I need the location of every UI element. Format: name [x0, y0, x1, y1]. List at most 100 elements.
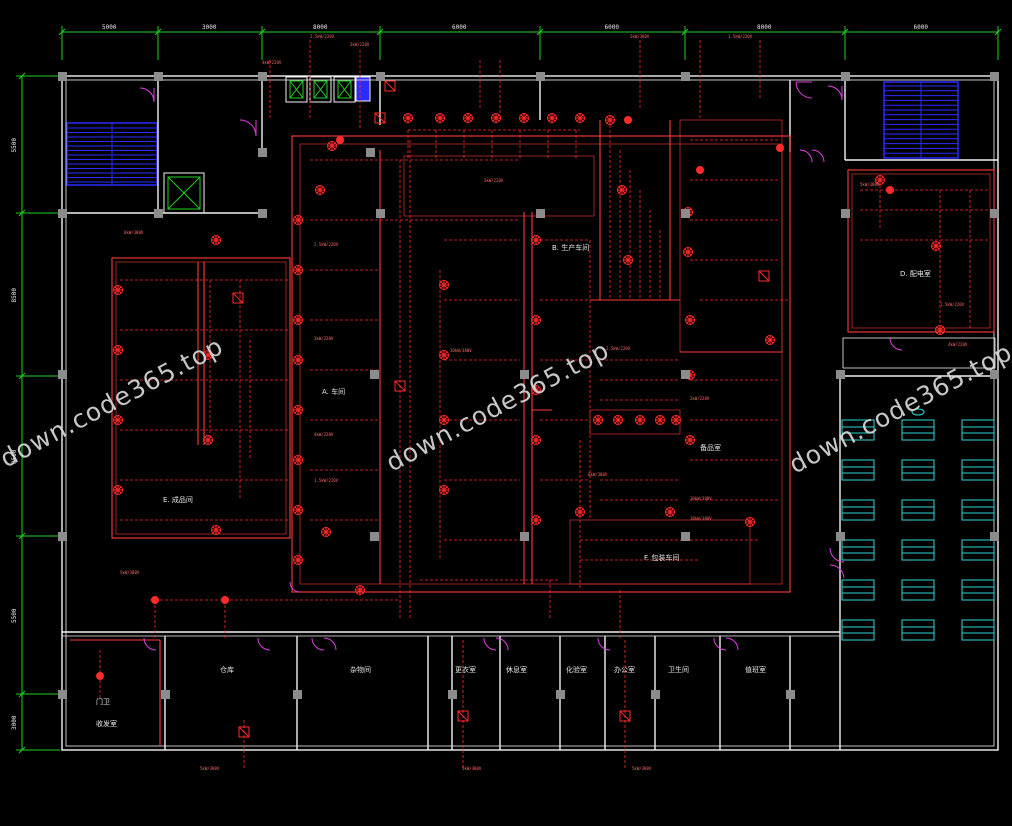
equipment-units — [285, 76, 371, 103]
workstation-fixture — [901, 499, 935, 521]
dimension-tick — [18, 209, 26, 217]
dimension-tick — [994, 28, 1002, 36]
workstation-fixture — [841, 539, 875, 561]
fixture-symbol — [211, 235, 221, 245]
workstation-fixture — [901, 539, 935, 561]
fixture-symbol — [683, 247, 693, 257]
doors — [139, 81, 903, 651]
fixture-symbol — [463, 113, 473, 123]
circuit-label: 2.5kW/220V — [606, 346, 631, 351]
fixture-symbol — [321, 527, 331, 537]
structural-column — [58, 690, 67, 699]
dimension-text: 8500 — [11, 288, 18, 303]
fixture-symbol — [203, 435, 213, 445]
dimension-tick — [681, 28, 689, 36]
dimension-tick — [18, 690, 26, 698]
panel-symbol — [394, 380, 406, 392]
fixture-symbol — [315, 185, 325, 195]
dimension-text: 6000 — [452, 24, 467, 31]
fixture-symbol — [439, 280, 449, 290]
structural-column — [58, 532, 67, 541]
workstation-fixture — [841, 419, 875, 441]
dimension-text: 6000 — [605, 24, 620, 31]
circuit-label: 4kW/220V — [948, 342, 968, 347]
fixture-symbol — [875, 175, 885, 185]
circuit-label: 5kW/380V — [462, 766, 482, 771]
fixture-symbol — [211, 525, 221, 535]
dimension-text: 5500 — [11, 608, 18, 623]
room-label-a: A. 车间 — [322, 387, 345, 396]
structural-column — [681, 209, 690, 218]
room-label-b: B. 生产车间 — [552, 243, 589, 252]
structural-column — [651, 690, 660, 699]
workstation-fixture — [841, 619, 875, 641]
fixture-symbol — [293, 455, 303, 465]
circuit-label: 2.5kW/220V — [310, 34, 335, 39]
workstation-fixture — [901, 419, 935, 441]
room-label-r5: 化验室 — [566, 665, 587, 674]
dimension-text: 3000 — [11, 715, 18, 730]
fixture-symbol — [531, 435, 541, 445]
panel-symbol — [758, 270, 770, 282]
workstation-fixture — [841, 499, 875, 521]
structural-column — [376, 72, 385, 81]
fixture-symbol — [613, 415, 623, 425]
structural-column — [258, 72, 267, 81]
structural-column — [786, 690, 795, 699]
circuit-label: 2kW/220V — [690, 396, 710, 401]
room-label-r6: 办公室 — [614, 665, 635, 674]
workstation-fixtures — [841, 408, 995, 641]
fixture-symbol — [293, 315, 303, 325]
structural-column — [58, 209, 67, 218]
workstation-fixture — [901, 579, 935, 601]
dimension-tick — [18, 746, 26, 754]
fixture-symbol — [113, 345, 123, 355]
fixture-symbol — [203, 350, 213, 360]
structural-column — [681, 72, 690, 81]
circuit-label: 5kW/380V — [120, 570, 140, 575]
room-label-side: 备品室 — [700, 443, 721, 452]
dimension-tick — [18, 72, 26, 80]
fixture-symbol — [293, 405, 303, 415]
dimension-tick — [154, 28, 162, 36]
stair-left — [66, 122, 158, 186]
fixture-symbol — [665, 507, 675, 517]
panel-symbol — [384, 80, 396, 92]
structural-column — [161, 690, 170, 699]
fixture-symbol — [655, 415, 665, 425]
fixture-symbol — [491, 113, 501, 123]
circuit-label: 5kW/380V — [860, 182, 880, 187]
fixture-symbol — [293, 505, 303, 515]
panel-symbol — [232, 292, 244, 304]
panel-symbol — [374, 112, 386, 124]
fixture-symbol — [575, 507, 585, 517]
room-label-f: F. 包装车间 — [644, 553, 679, 562]
structural-column — [370, 532, 379, 541]
fixture-symbol — [635, 415, 645, 425]
structural-column — [448, 690, 457, 699]
fixture-symbol — [435, 113, 445, 123]
circuit-label: 5kW/380V — [200, 766, 220, 771]
structural-column — [366, 148, 375, 157]
fixture-symbol — [113, 285, 123, 295]
structural-column — [520, 370, 529, 379]
room-label-ent2: 收发室 — [96, 719, 117, 728]
fixture-symbol — [531, 515, 541, 525]
circuit-label: 4kW/220V — [262, 60, 282, 65]
structural-column — [370, 370, 379, 379]
structural-column — [836, 370, 845, 379]
outlet-symbol — [96, 672, 104, 680]
fixture-symbol — [935, 325, 945, 335]
circuit-label: 1.5kW/220V — [314, 478, 339, 483]
fixture-symbol — [113, 415, 123, 425]
fixture-symbol — [403, 113, 413, 123]
fixture-symbol — [593, 415, 603, 425]
dimension-text: 8000 — [757, 24, 772, 31]
dimension-tick — [536, 28, 544, 36]
circuit-label: 2kW/220V — [484, 178, 504, 183]
structural-column — [536, 72, 545, 81]
workstation-fixture — [961, 619, 995, 641]
structural-column — [836, 532, 845, 541]
